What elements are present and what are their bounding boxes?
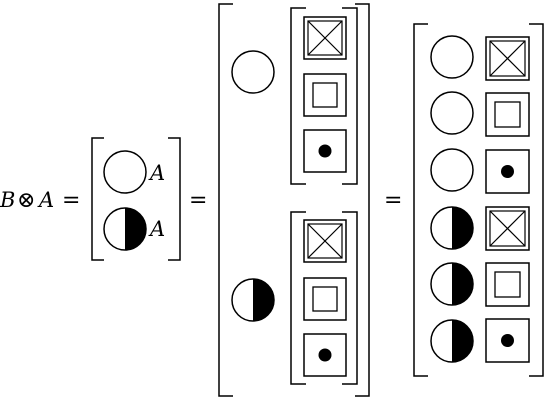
half-filled-circle-icon: [430, 319, 474, 363]
inner-left-bracket-top: [290, 7, 306, 185]
left-bracket: [91, 137, 104, 261]
half-filled-circle-icon: [231, 278, 275, 322]
inner-left-bracket-bottom: [290, 211, 306, 385]
empty-circle-icon: [231, 50, 275, 94]
right-bracket: [168, 137, 181, 261]
half-filled-circle-icon: [430, 206, 474, 250]
outer-left-bracket: [218, 3, 233, 397]
lhs-operand-a: A: [37, 188, 54, 212]
outer-right-bracket: [355, 3, 370, 397]
dot-square-icon: [485, 149, 530, 194]
vector-b-label-2: A: [148, 217, 165, 241]
crossed-square-icon: [303, 16, 347, 60]
nested-square-icon: [303, 73, 347, 117]
vector-b-bracketed: A A: [91, 137, 181, 261]
nested-square-icon: [485, 92, 530, 137]
empty-circle-icon: [430, 148, 474, 192]
nested-square-icon: [485, 262, 530, 307]
crossed-square-icon: [303, 219, 347, 263]
vector-b-label-1: A: [148, 161, 165, 185]
dot-square-icon: [485, 318, 530, 363]
lhs-operand-b: B: [0, 188, 15, 212]
dot-square-icon: [303, 333, 347, 377]
equals-sign-1: =: [62, 188, 80, 213]
equals-sign-3: =: [384, 188, 402, 213]
dot-square-icon: [303, 129, 347, 173]
result-vector: [413, 23, 544, 377]
empty-circle-icon: [430, 35, 474, 79]
half-filled-circle-icon: [103, 207, 147, 251]
result-right-bracket: [529, 23, 544, 377]
block-vector: [218, 3, 370, 397]
nested-square-icon: [303, 277, 347, 321]
equals-sign-2-left: =: [189, 188, 207, 213]
half-filled-circle-icon: [430, 262, 474, 306]
crossed-square-icon: [485, 36, 530, 81]
result-left-bracket: [413, 23, 428, 377]
crossed-square-icon: [485, 206, 530, 251]
empty-circle-icon: [103, 150, 147, 194]
empty-circle-icon: [430, 91, 474, 135]
inner-right-bracket-bottom: [342, 211, 358, 385]
tensor-product-symbol: ⊗: [17, 188, 35, 213]
inner-right-bracket-top: [342, 7, 358, 185]
